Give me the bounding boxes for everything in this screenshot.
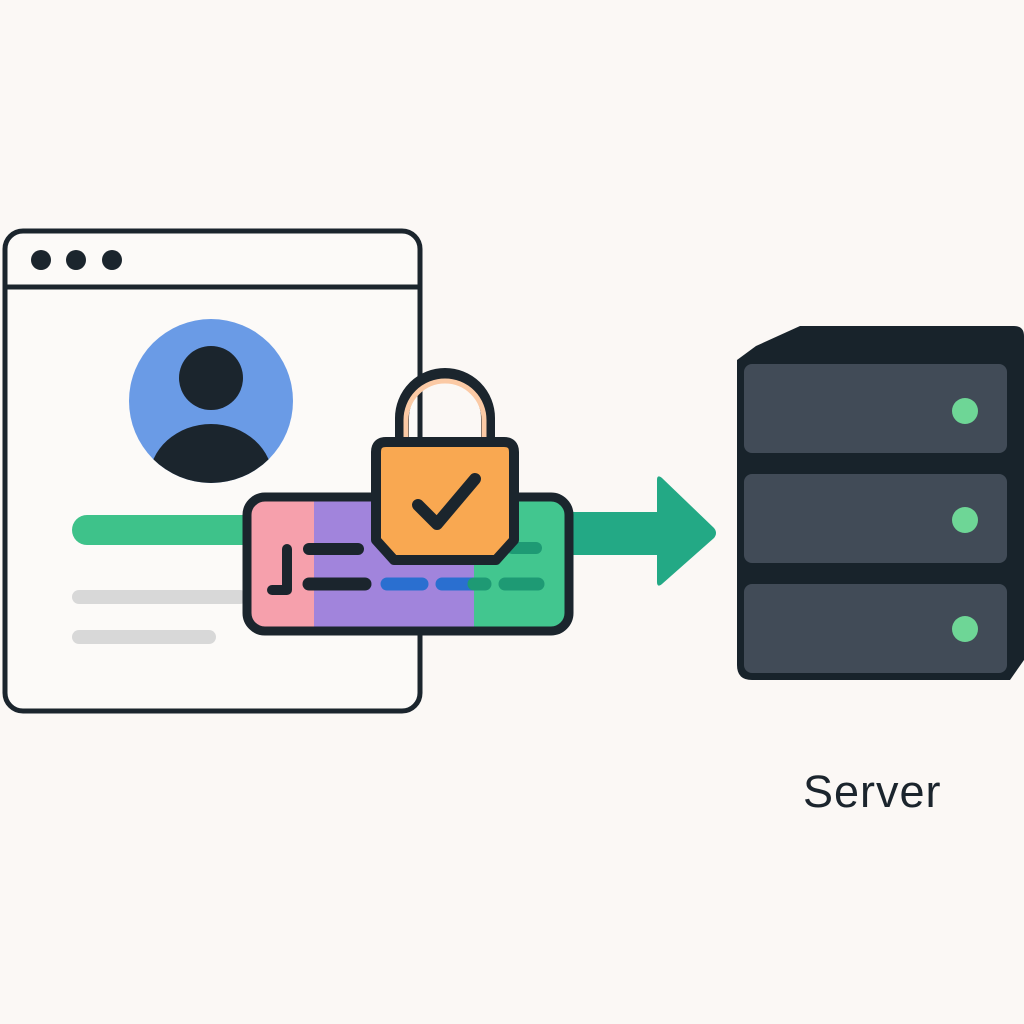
server-icon bbox=[737, 326, 1024, 680]
server-unit bbox=[744, 584, 1007, 673]
window-dot-icon bbox=[66, 250, 86, 270]
placeholder-bar bbox=[72, 630, 216, 644]
browser-window bbox=[2, 228, 423, 714]
server-unit bbox=[744, 474, 1007, 563]
avatar-icon bbox=[129, 319, 293, 483]
name-bar bbox=[72, 515, 272, 545]
arrow-right-icon bbox=[560, 476, 716, 586]
lock-check-icon bbox=[371, 368, 519, 565]
server-label: Server bbox=[803, 766, 942, 817]
status-led-icon bbox=[952, 616, 978, 642]
status-led-icon bbox=[952, 507, 978, 533]
placeholder-bar bbox=[72, 590, 247, 604]
window-dot-icon bbox=[102, 250, 122, 270]
window-dot-icon bbox=[31, 250, 51, 270]
server-unit bbox=[744, 364, 1007, 453]
status-led-icon bbox=[952, 398, 978, 424]
